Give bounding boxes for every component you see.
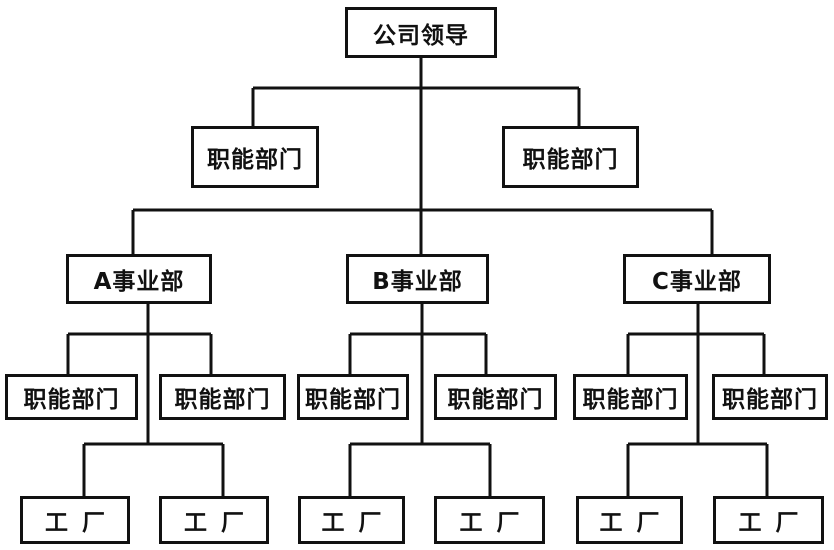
division-functional-dept-box: 职能部门 bbox=[434, 374, 557, 420]
factory-box: 工厂 bbox=[298, 496, 405, 544]
division-box: C事业部 bbox=[623, 254, 771, 304]
division-functional-dept-box: 职能部门 bbox=[573, 374, 688, 420]
division-box: B事业部 bbox=[346, 254, 489, 304]
division-functional-dept-box: 职能部门 bbox=[712, 374, 828, 420]
hq-functional-dept-box: 职能部门 bbox=[502, 126, 639, 188]
division-functional-dept-box: 职能部门 bbox=[297, 374, 409, 420]
division-functional-dept-box: 职能部门 bbox=[5, 374, 138, 420]
factory-box: 工厂 bbox=[434, 496, 545, 544]
factory-box: 工厂 bbox=[159, 496, 269, 544]
division-box: A事业部 bbox=[66, 254, 212, 304]
factory-box: 工厂 bbox=[576, 496, 683, 544]
hq-functional-dept-box: 职能部门 bbox=[191, 126, 319, 188]
factory-box: 工厂 bbox=[713, 496, 824, 544]
company-leadership-box: 公司领导 bbox=[345, 7, 497, 58]
factory-box: 工厂 bbox=[20, 496, 130, 544]
division-functional-dept-box: 职能部门 bbox=[159, 374, 286, 420]
